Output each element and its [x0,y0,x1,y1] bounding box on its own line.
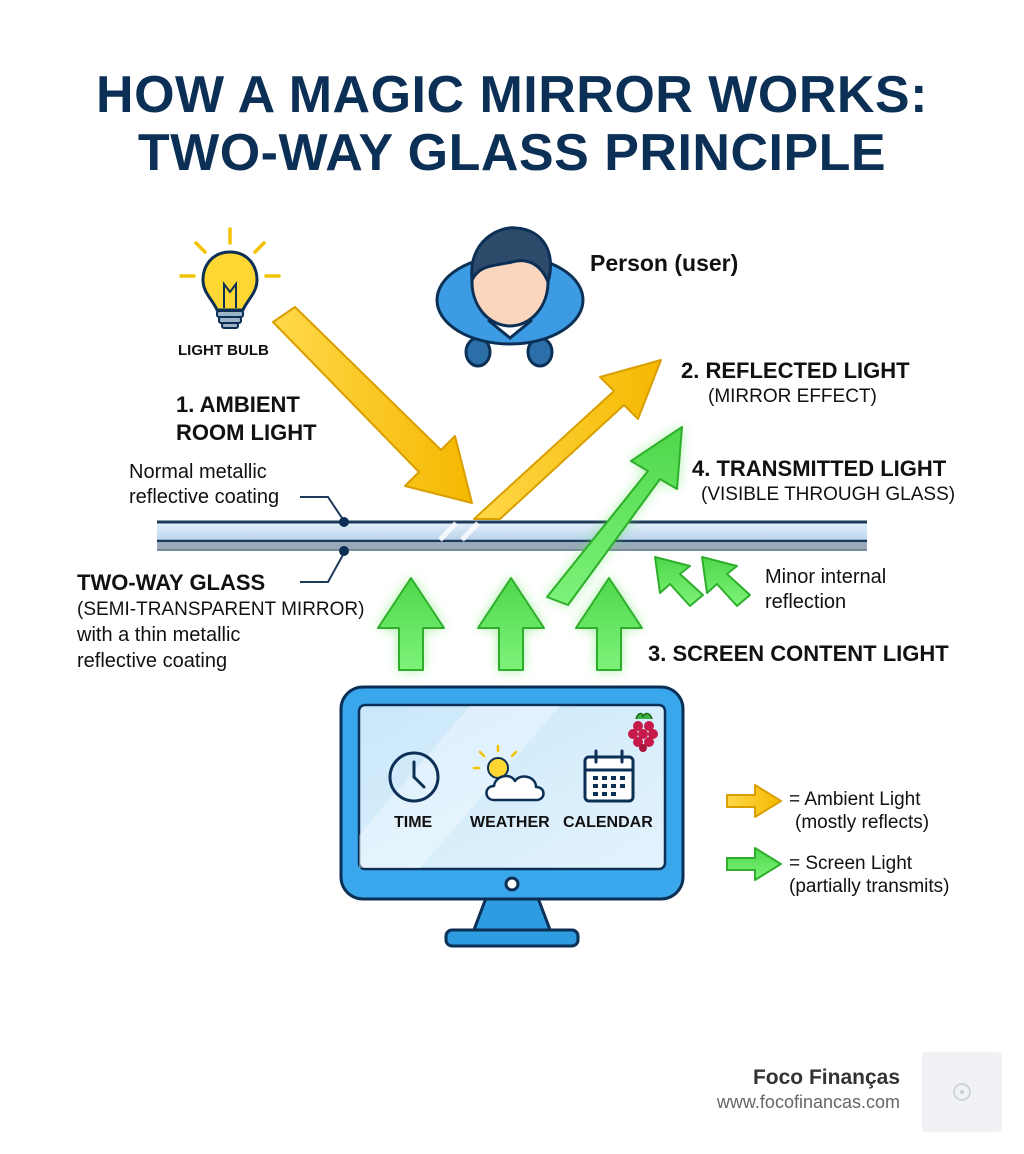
legend-ambient-line-1: = Ambient Light [789,789,921,810]
coating-label-line-1: Normal metallic [129,461,267,483]
brand-url: www.focofinancas.com [716,1092,900,1112]
reflected-sublabel: (MIRROR EFFECT) [708,386,877,407]
legend-screen-line-2: (partially transmits) [789,876,950,897]
minor-reflection-line-1: Minor internal [765,566,887,588]
legend-screen-arrow [726,847,782,881]
glass-label-line-3: reflective coating [77,650,228,672]
reflected-label: 2. REFLECTED LIGHT [681,358,910,383]
clock-icon [388,751,440,803]
minor-reflection-line-2: reflection [765,591,847,613]
transmitted-label: 4. TRANSMITTED LIGHT [692,456,947,481]
glass-label-line-2: with a thin metallic [77,624,241,646]
brand-logo [922,1052,1002,1132]
screen-light-arrow-2 [477,577,545,671]
person-label: Person (user) [590,250,739,276]
legend-ambient-arrow [726,784,782,818]
ambient-label-line-2: ROOM LIGHT [176,420,317,445]
raspberry-pi-icon [628,712,658,752]
calendar-icon [583,749,635,803]
screen-light-arrows [377,577,643,671]
light-bulb-label: LIGHT BULB [178,342,269,359]
weather-icon [472,744,545,802]
screen-light-label: 3. SCREEN CONTENT LIGHT [648,641,949,666]
brand-name: Foco Finanças [752,1066,900,1089]
transmitted-arrow [546,426,683,606]
calendar-widget-label: CALENDAR [563,814,653,831]
page-title-line-2: TWO-WAY GLASS PRINCIPLE [137,124,887,182]
transmitted-sublabel: (VISIBLE THROUGH GLASS) [701,484,956,505]
internal-reflection-arrows [654,556,751,607]
time-widget-label: TIME [394,814,433,831]
page-title-line-1: HOW A MAGIC MIRROR WORKS: [96,66,928,124]
glass-label-title: TWO-WAY GLASS [77,570,266,595]
coating-label-line-2: reflective coating [129,486,280,508]
screen-light-arrow-3 [575,577,643,671]
legend-screen-line-1: = Screen Light [789,853,913,874]
two-way-glass [157,520,867,551]
light-bulb-icon [179,227,281,329]
person-icon [435,226,585,368]
callout-lines [300,496,349,583]
legend-ambient-line-2: (mostly reflects) [795,812,930,833]
ambient-arrow [272,306,473,504]
glass-label-line-1: (SEMI-TRANSPARENT MIRROR) [77,599,365,620]
reflected-arrow [473,359,662,520]
ambient-label-line-1: 1. AMBIENT [176,392,300,417]
weather-widget-label: WEATHER [470,814,550,831]
screen-light-arrow-1 [377,577,445,671]
